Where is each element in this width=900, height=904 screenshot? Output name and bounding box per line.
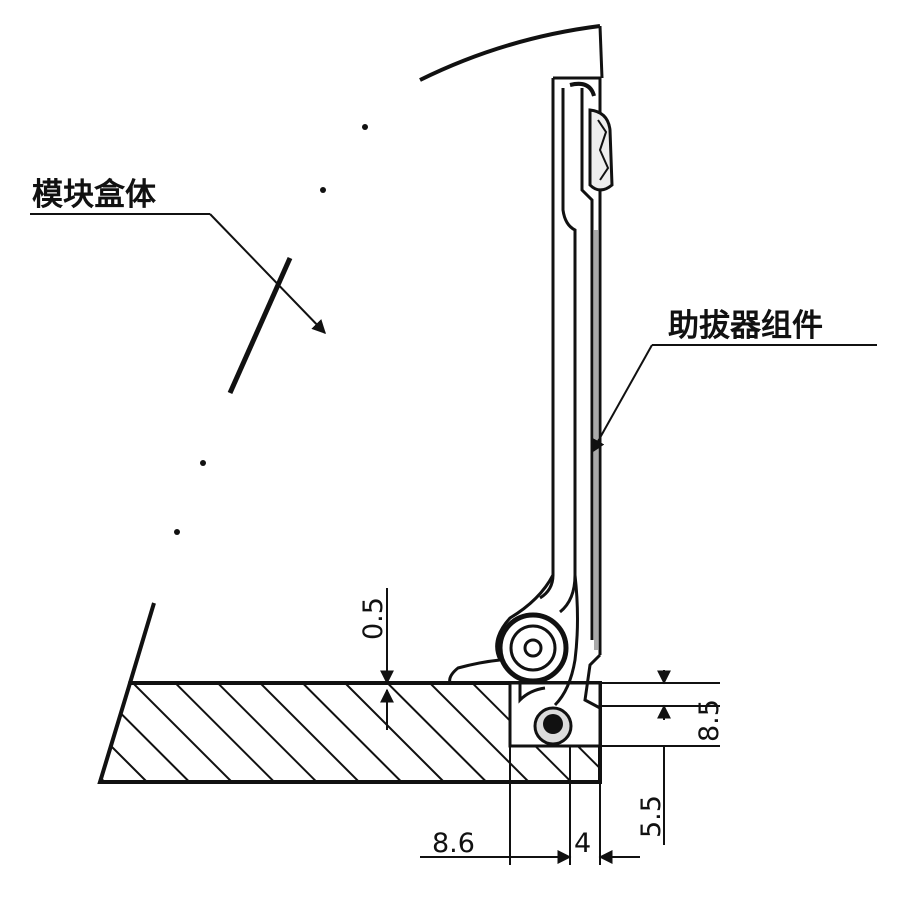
dimension-right-upper: 8.5	[694, 699, 725, 742]
module-box-label: 模块盒体	[32, 177, 156, 213]
extractor-assembly-label: 助拔器组件	[668, 308, 823, 344]
leader-lines	[30, 213, 877, 454]
dimension-bottom-right: 4	[574, 828, 591, 859]
dimension-lines	[380, 588, 720, 865]
dimension-right-lower: 5.5	[636, 795, 667, 838]
base-plate-section	[97, 681, 602, 784]
dimension-gap: 0.5	[358, 597, 389, 640]
module-box-outline	[128, 24, 604, 684]
upper-pivot-roller	[497, 612, 569, 684]
dimension-bottom-left: 8.6	[432, 828, 475, 859]
lower-pivot-roller	[533, 706, 573, 746]
